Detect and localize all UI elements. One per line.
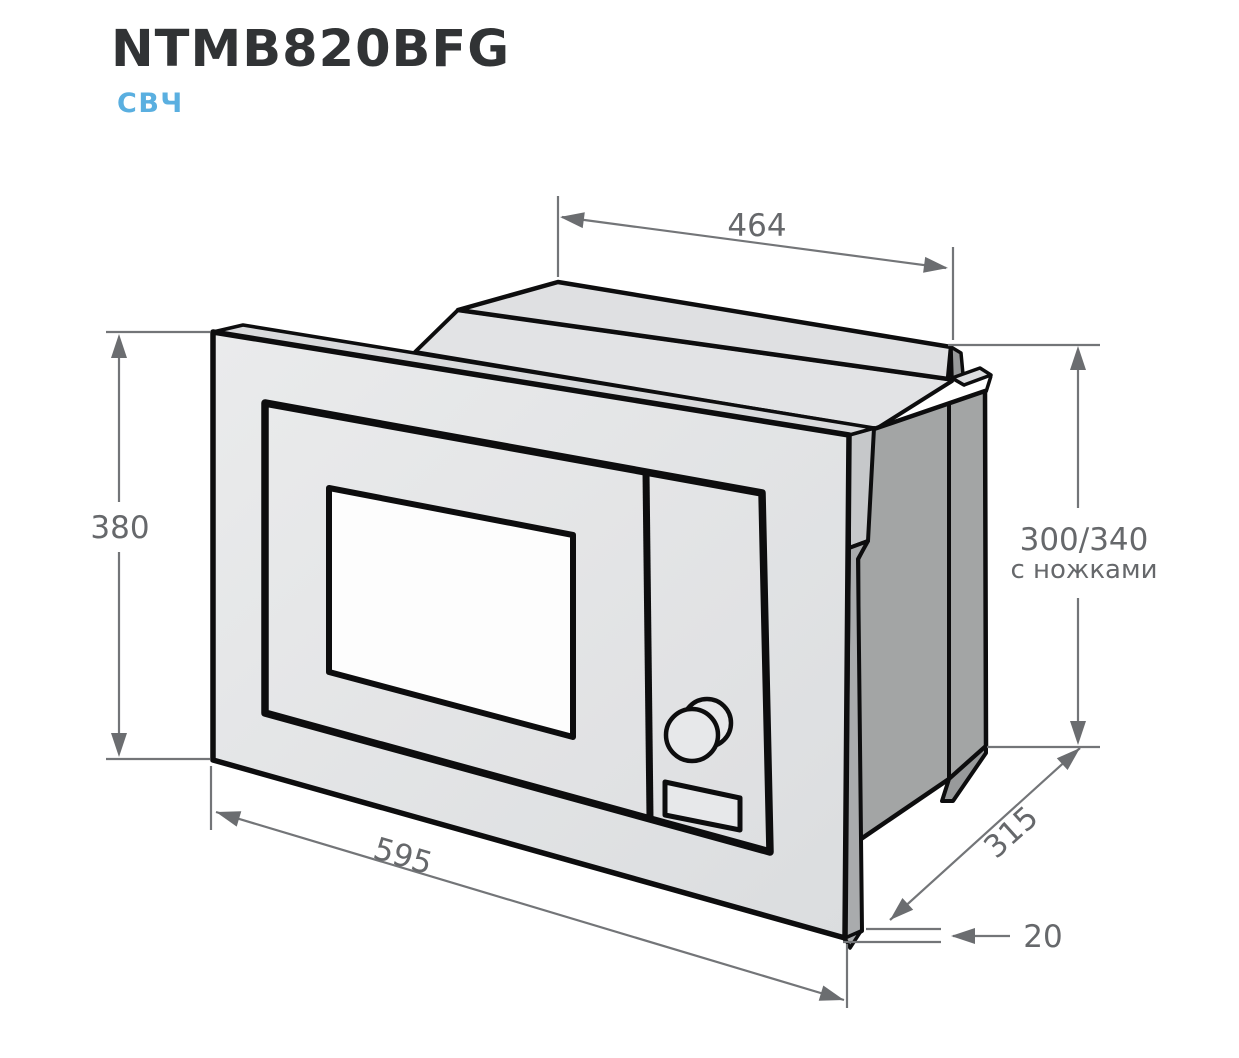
dim-body-height: 300/340 с ножками [948, 343, 1158, 749]
body-side-panels [855, 388, 989, 844]
rear-frame-step-face [950, 366, 993, 387]
dim-front-width-label: 595 [369, 831, 436, 882]
dim-frame-gap: 20 [843, 919, 1063, 955]
category-label: СВЧ [117, 88, 184, 119]
control-knob-front [663, 706, 721, 764]
dim-body-depth-label: 315 [977, 799, 1045, 865]
dim-front-height-label: 380 [90, 510, 149, 546]
rear-frame-top-corner [949, 345, 993, 393]
dim-body-width-label: 464 [727, 208, 786, 244]
dim-body-width: 464 [556, 196, 955, 340]
dim-front-height: 380 [90, 330, 210, 761]
model-title: NTMB820BFG [111, 20, 511, 79]
dim-body-height-note: с ножками [1010, 555, 1157, 585]
bezel-side-return-upper [847, 426, 876, 550]
rear-frame-bottom-tip [940, 744, 988, 803]
dim-frame-gap-label: 20 [1023, 919, 1062, 955]
control-display [662, 779, 743, 833]
door-and-panel [261, 399, 774, 856]
door-window [326, 485, 576, 740]
door-panel-divider [642, 471, 654, 819]
dim-body-height-label: 300/340 [1020, 522, 1149, 558]
